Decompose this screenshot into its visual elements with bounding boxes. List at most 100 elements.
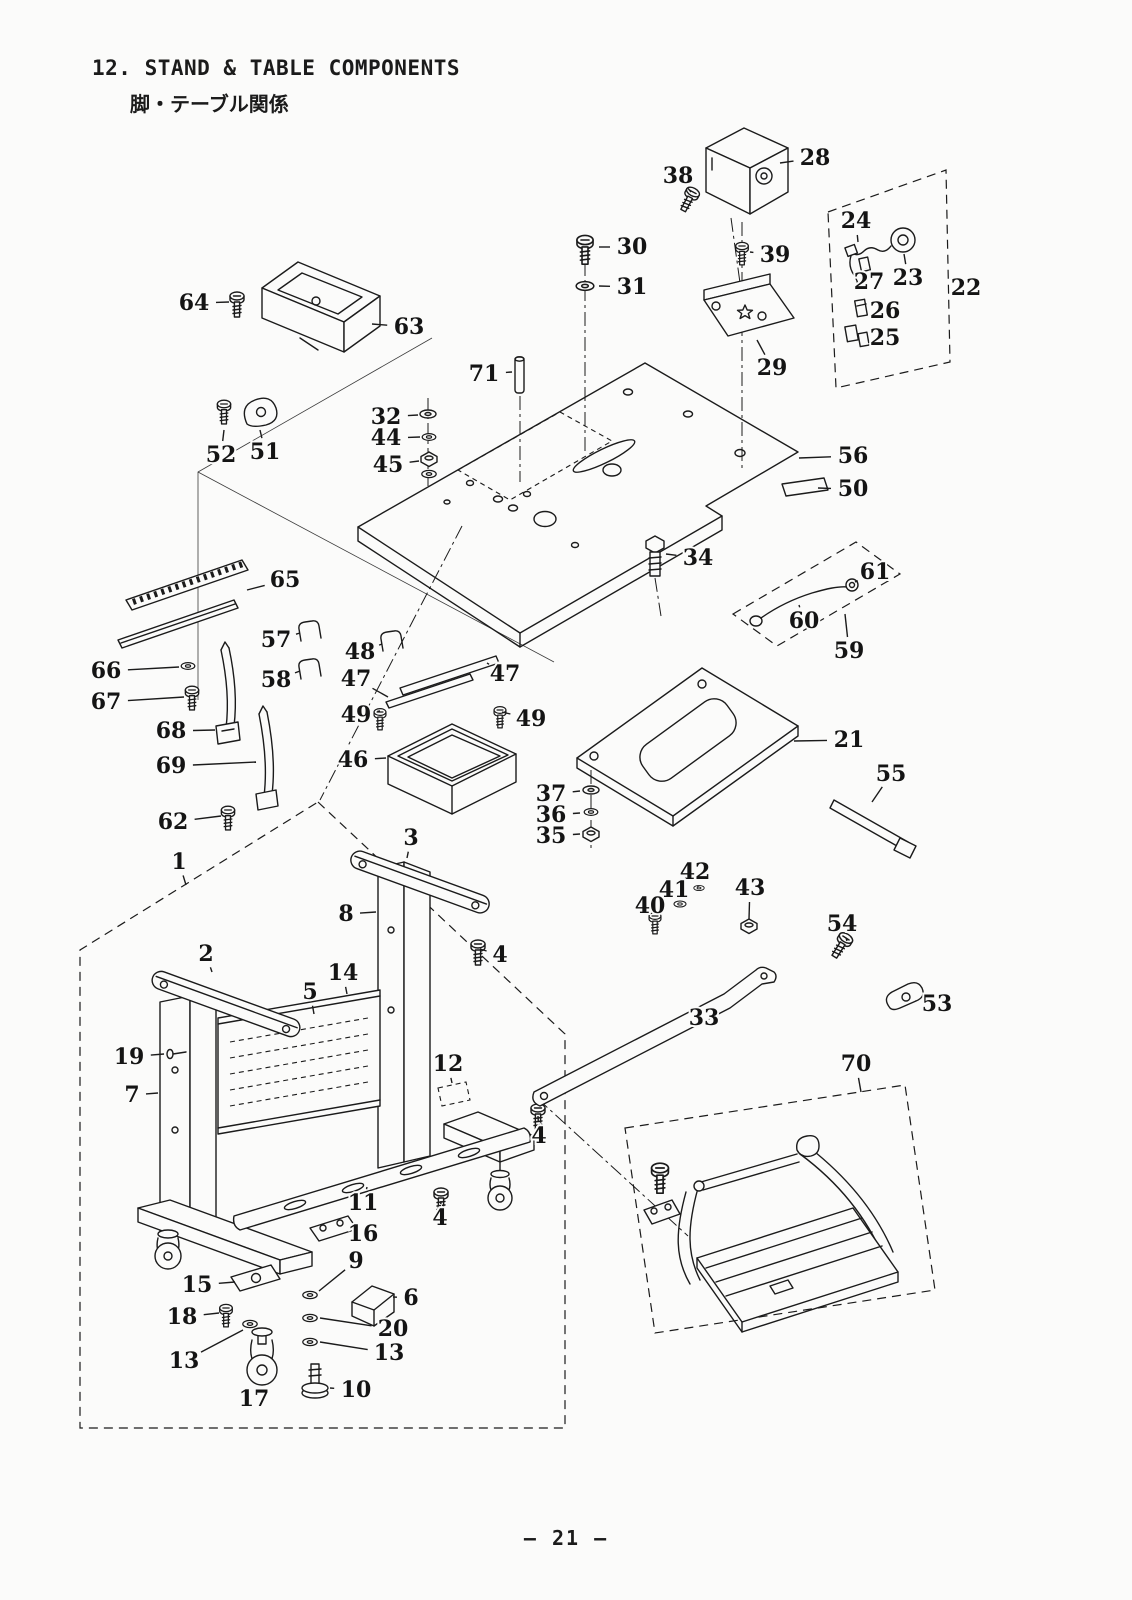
part-number-12: 12: [433, 1051, 464, 1077]
leader-line-3: [406, 851, 409, 859]
part-68-strap: [215, 641, 241, 745]
assembly-boundary-chain: [731, 541, 902, 647]
part-number-25: 25: [870, 325, 901, 351]
caster-right: [487, 1161, 513, 1211]
part-11-bottom-rail: [232, 1127, 532, 1231]
leader-line-45: [409, 460, 420, 463]
part-52-screw: [216, 399, 232, 425]
part-label-56: 56: [798, 441, 870, 471]
part-label-36: 36: [534, 800, 581, 830]
part-36-washer: [583, 808, 599, 816]
leader-line-37: [572, 790, 581, 793]
part-label-11: 11: [346, 1186, 380, 1218]
part-9-washer: [302, 1290, 318, 1300]
leader-line-54: [845, 937, 848, 942]
part-20-washer: [302, 1313, 318, 1323]
part-7-left-leg: [159, 995, 217, 1235]
part-number-42: 42: [680, 859, 711, 885]
leader-line-28: [779, 160, 794, 164]
part-39-screw: [735, 241, 749, 266]
part-number-39: 39: [760, 242, 791, 268]
part-label-23: 23: [891, 253, 925, 293]
leader-line-7: [145, 1092, 159, 1095]
leader-line-34: [665, 553, 677, 556]
part-number-45: 45: [373, 452, 404, 478]
part-label-52: 52: [204, 429, 238, 470]
part-60-chain: [749, 586, 849, 627]
part-number-7: 7: [124, 1082, 139, 1108]
leader-line-60: [798, 604, 801, 608]
part-number-31: 31: [617, 274, 648, 300]
leader-line-46: [374, 757, 387, 760]
part-31-washer: [575, 280, 595, 292]
part-66-washer: [180, 662, 196, 670]
part-label-57: 57: [259, 625, 301, 655]
part-number-20: 20: [378, 1316, 409, 1342]
part-label-68: 68: [154, 716, 216, 746]
part-label-25: 25: [868, 323, 903, 353]
part-label-1: 1: [169, 847, 189, 886]
part-number-53: 53: [922, 991, 953, 1017]
leader-line-62: [194, 815, 222, 820]
leader-line-5: [311, 1005, 315, 1015]
part-35-nut: [582, 826, 600, 843]
part-number-5: 5: [302, 979, 317, 1005]
assembly-boundary-stand: [79, 801, 566, 1429]
leader-line-61: [854, 579, 859, 583]
leader-line-11: [365, 1186, 368, 1190]
leader-line-38: [687, 187, 692, 193]
part-number-43: 43: [735, 875, 766, 901]
part-17-caster: [246, 1327, 278, 1386]
part-51-clamp: [243, 397, 278, 427]
part-number-55: 55: [876, 761, 907, 787]
part-number-4: 4: [432, 1205, 447, 1231]
part-label-30: 30: [599, 232, 649, 262]
part-32-washer: [419, 409, 437, 419]
part-number-68: 68: [156, 718, 187, 744]
leader-line-66: [127, 666, 180, 671]
part-label-61: 61: [854, 557, 892, 587]
leader-line-59: [844, 613, 849, 638]
part-label-9: 9: [318, 1246, 366, 1292]
part-23-knob: [851, 227, 916, 256]
part-24-cable: [844, 243, 859, 288]
part-label-13: 13: [319, 1338, 406, 1368]
leader-line-1: [182, 875, 187, 886]
part-number-47: 47: [341, 666, 372, 692]
part-label-8: 8: [336, 899, 377, 929]
part-number-2: 2: [198, 941, 213, 967]
part-number-24: 24: [841, 208, 872, 234]
part-label-3: 3: [401, 823, 421, 859]
part-number-52: 52: [206, 442, 237, 468]
leader-line-65: [246, 584, 265, 591]
part-label-22: 22: [949, 273, 984, 303]
part-number-16: 16: [348, 1221, 379, 1247]
part-label-50: 50: [817, 474, 870, 504]
part-number-1: 1: [171, 849, 186, 875]
part-label-6: 6: [392, 1283, 421, 1313]
part-label-46: 46: [336, 745, 387, 775]
leader-line-32: [407, 414, 419, 417]
part-49-screw-right: [493, 706, 507, 729]
leader-line-51: [259, 429, 263, 439]
leader-line-69: [192, 761, 257, 766]
part-label-55: 55: [871, 759, 908, 803]
part-70-pedal-assembly: [643, 1135, 899, 1333]
part-number-4: 4: [531, 1123, 546, 1149]
part-number-32: 32: [371, 404, 402, 430]
part-45-washer: [421, 469, 437, 479]
leader-line-14: [344, 986, 348, 995]
part-label-39: 39: [749, 240, 792, 270]
part-number-47: 47: [490, 661, 521, 687]
part-number-36: 36: [536, 802, 567, 828]
assembly-boundary-pedal: [624, 1084, 936, 1334]
part-3-top-bracket-right: [350, 850, 490, 914]
part-number-11: 11: [348, 1190, 379, 1216]
leader-line-2: [209, 967, 213, 973]
part-58-clip: [298, 658, 322, 680]
part-number-37: 37: [536, 781, 567, 807]
leader-line-67: [127, 696, 185, 702]
part-number-17: 17: [239, 1386, 270, 1412]
